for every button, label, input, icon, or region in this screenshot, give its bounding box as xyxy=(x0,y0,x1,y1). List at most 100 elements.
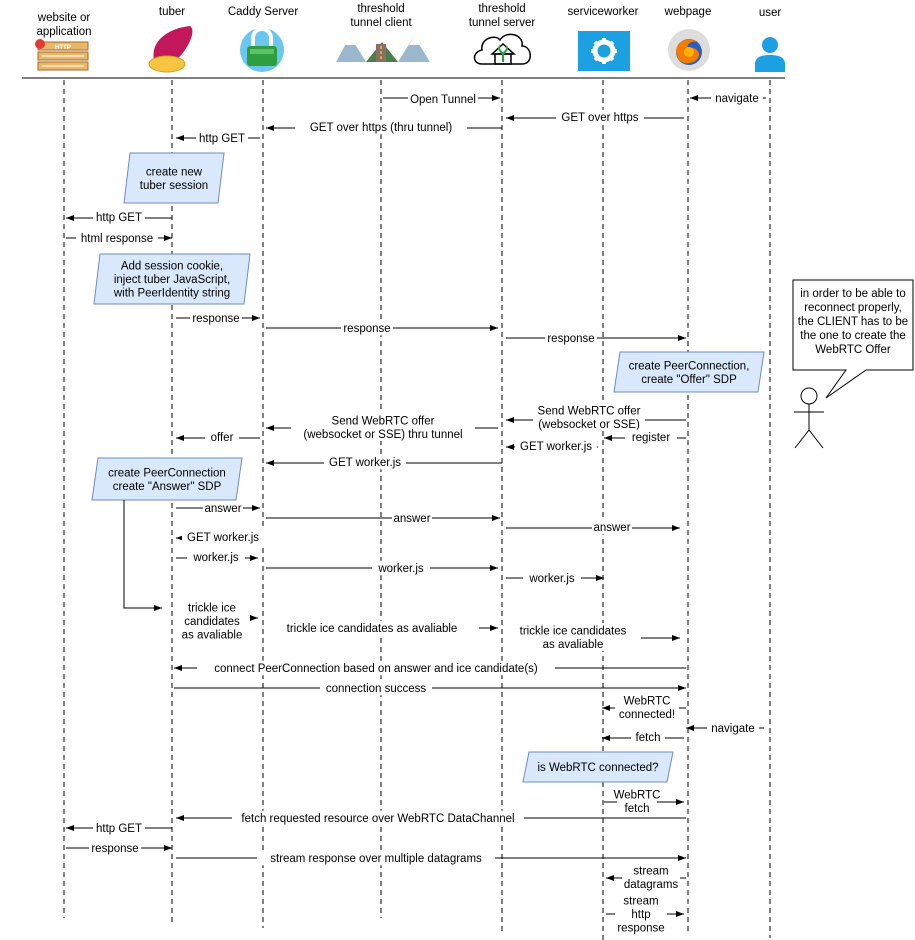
message-31: fetch xyxy=(602,729,684,745)
participant-label-webpage: webpage xyxy=(664,6,712,18)
cloud-house-icon xyxy=(473,33,531,65)
message-label: response xyxy=(343,323,390,335)
message-label: answer xyxy=(204,503,241,515)
message-3: GET over https xyxy=(506,109,684,125)
message-11: Send WebRTC offer(websocket or SSE) xyxy=(506,403,686,431)
message-label: html response xyxy=(81,233,153,245)
message-33: fetch requested resource over WebRTC Dat… xyxy=(176,810,686,826)
message-label: GET worker.js xyxy=(329,457,401,469)
message-label: GET worker.js xyxy=(520,441,592,453)
message-label: http GET xyxy=(96,823,142,835)
lifelines xyxy=(63,80,771,940)
message-label: fetch requested resource over WebRTC Dat… xyxy=(241,813,514,825)
message-label: response xyxy=(192,313,239,325)
message-label: GET over https (thru tunnel) xyxy=(310,122,452,134)
padlock-icon xyxy=(240,27,284,72)
message-36: stream response over multiple datagrams xyxy=(176,850,686,866)
message-label: worker.js xyxy=(192,552,239,564)
participant-label-sw: serviceworker xyxy=(568,6,639,18)
message-15: GET worker.js xyxy=(506,438,598,454)
message-9: response xyxy=(266,320,498,336)
note-inject-text: Add session cookie,inject tuber JavaScri… xyxy=(113,261,230,300)
message-28: connection success xyxy=(174,680,686,696)
message-label: offer xyxy=(211,432,234,444)
svg-text:HTTP: HTTP xyxy=(55,45,71,51)
message-23: worker.js xyxy=(506,570,604,586)
message-label: Send WebRTC offer(websocket or SSE) thru… xyxy=(303,415,462,441)
message-34: http GET xyxy=(66,820,172,836)
message-30: navigate xyxy=(686,720,764,736)
participant-label-caddy: Caddy Server xyxy=(228,6,298,18)
message-label: response xyxy=(91,843,138,855)
message-label: stream response over multiple datagrams xyxy=(270,853,482,865)
message-label: register xyxy=(632,432,671,444)
message-2: navigate xyxy=(690,90,766,106)
message-label: connection success xyxy=(326,683,427,695)
message-label: fetch xyxy=(636,732,661,744)
message-1: Open Tunnel xyxy=(383,91,500,107)
sweet-potato-icon xyxy=(148,26,193,73)
message-7: html response xyxy=(66,230,172,246)
message-21: worker.js xyxy=(176,549,258,565)
message-5: http GET xyxy=(176,130,260,146)
message-25: trickle ice candidates as avaliable xyxy=(265,620,498,636)
message-22: worker.js xyxy=(266,560,498,576)
message-label: worker.js xyxy=(528,573,575,585)
message-label: navigate xyxy=(715,93,758,105)
message-4: GET over https (thru tunnel) xyxy=(266,119,502,135)
note-inject: Add session cookie,inject tuber JavaScri… xyxy=(93,253,251,305)
message-label: Send WebRTC offer(websocket or SSE) xyxy=(538,405,641,431)
message-20: GET worker.js xyxy=(176,529,264,545)
message-label: trickle ice candidates as avaliable xyxy=(287,623,458,635)
note-is-connected-text: is WebRTC connected? xyxy=(537,762,658,774)
message-18: answer xyxy=(266,510,500,526)
message-35: response xyxy=(66,840,172,856)
message-14: offer xyxy=(176,429,260,445)
message-label: response xyxy=(547,333,594,345)
firefox-icon xyxy=(668,29,710,71)
note-create-offer: create PeerConnection,create "Offer" SDP xyxy=(613,351,765,393)
message-8: response xyxy=(176,310,260,326)
message-label: GET worker.js xyxy=(187,532,259,544)
message-19: answer xyxy=(506,519,680,535)
message-13: register xyxy=(604,429,686,445)
message-label: navigate xyxy=(711,723,754,735)
message-label: Open Tunnel xyxy=(410,94,476,106)
message-label: answer xyxy=(393,513,430,525)
person-icon xyxy=(755,37,785,72)
message-label: connect PeerConnection based on answer a… xyxy=(214,663,538,675)
message-6: http GET xyxy=(66,209,172,225)
gear-icon xyxy=(578,31,630,71)
message-27: connect PeerConnection based on answer a… xyxy=(174,660,686,676)
mountain-road-icon xyxy=(336,36,430,62)
note-connector-arrow xyxy=(123,500,162,611)
message-label: GET over https xyxy=(561,112,638,124)
participant-label-user: user xyxy=(759,7,782,19)
message-label: worker.js xyxy=(377,563,424,575)
note-create-offer-text: create PeerConnection,create "Offer" SDP xyxy=(629,360,750,386)
message-label: http GET xyxy=(199,133,245,145)
message-17: answer xyxy=(176,500,260,516)
message-16: GET worker.js xyxy=(266,454,502,470)
message-label: answer xyxy=(593,522,630,534)
